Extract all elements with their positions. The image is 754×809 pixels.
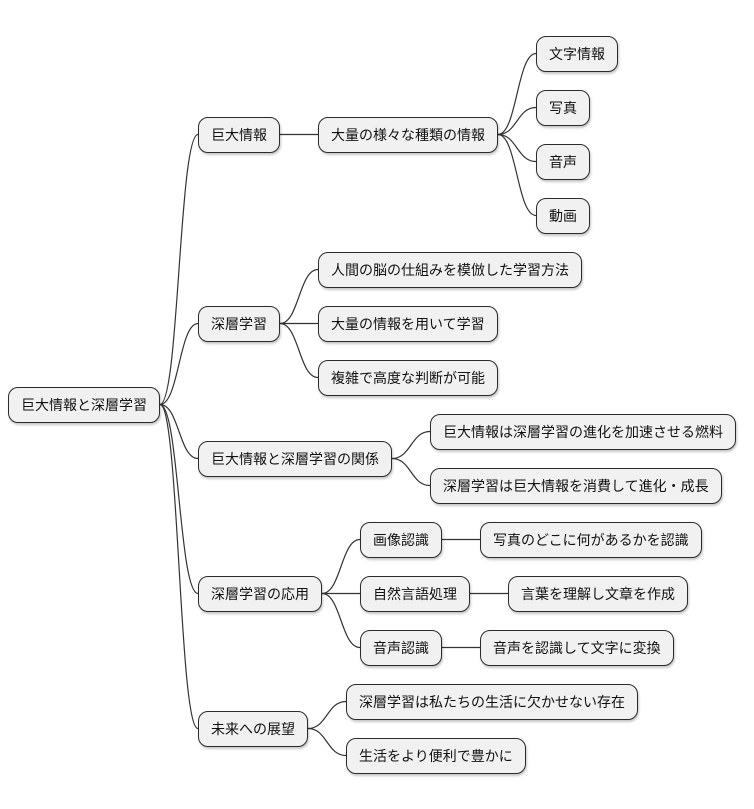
mindmap-branch-row: 大量の情報を用いて学習 (318, 305, 582, 342)
mindmap-branch-row: 人間の脳の仕組みを模倣した学習方法 (318, 251, 582, 288)
mindmap-node: 複雑で高度な判断が可能 (318, 359, 498, 396)
mindmap-branch-row: 音声 (536, 143, 618, 180)
mindmap-branch-row: 音声を認識して文字に変換 (480, 629, 674, 666)
mindmap-node: 巨大情報と深層学習 (8, 386, 160, 423)
mindmap-children-group: 音声を認識して文字に変換 (480, 629, 674, 666)
mindmap-tree: 巨大情報と深層学習 巨大情報 大量の様々な種類の情報 文字情報写真音声動画深層学習 人間… (8, 35, 736, 774)
mindmap-node: 言葉を理解し文章を作成 (508, 575, 688, 612)
mindmap-node: 音声 (536, 143, 590, 180)
mindmap-node-label: 大量の情報を用いて学習 (331, 315, 485, 332)
mindmap-branch-row: 言葉を理解し文章を作成 (508, 575, 688, 612)
mindmap-node: 巨大情報と深層学習の関係 (198, 440, 392, 477)
mindmap-node: 大量の情報を用いて学習 (318, 305, 498, 342)
mindmap-node: 音声認識 (360, 629, 442, 666)
mindmap-children-group: 写真のどこに何があるかを認識 (480, 521, 702, 558)
mindmap-branch-row: 大量の様々な種類の情報 文字情報写真音声動画 (318, 35, 618, 234)
mindmap-node-label: 複雑で高度な判断が可能 (331, 369, 485, 386)
mindmap-branch-row: 生活をより便利で豊かに (346, 737, 638, 774)
mindmap-node-label: 言葉を理解し文章を作成 (521, 585, 675, 602)
mindmap-branch-row: 未来への展望 深層学習は私たちの生活に欠かせない存在生活をより便利で豊かに (198, 683, 736, 774)
mindmap-node-label: 巨大情報は深層学習の進化を加速させる燃料 (443, 423, 723, 440)
mindmap-node-label: 巨大情報と深層学習 (21, 396, 147, 413)
mindmap-branch-row: 音声認識 音声を認識して文字に変換 (360, 629, 702, 666)
mindmap-children-group: 深層学習は私たちの生活に欠かせない存在生活をより便利で豊かに (346, 683, 638, 774)
mindmap-node-label: 未来への展望 (211, 720, 295, 737)
mindmap-branch-row: 自然言語処理 言葉を理解し文章を作成 (360, 575, 702, 612)
mindmap-children-group: 大量の様々な種類の情報 文字情報写真音声動画 (318, 35, 618, 234)
mindmap-branch-row: 写真 (536, 89, 618, 126)
mindmap-node-label: 人間の脳の仕組みを模倣した学習方法 (331, 261, 569, 278)
mindmap-branch-row: 画像認識 写真のどこに何があるかを認識 (360, 521, 702, 558)
mindmap-node-label: 巨大情報と深層学習の関係 (211, 450, 379, 467)
mindmap-branch-row: 巨大情報 大量の様々な種類の情報 文字情報写真音声動画 (198, 35, 736, 234)
mindmap-branch-row: 動画 (536, 197, 618, 234)
mindmap-branch-row: 複雑で高度な判断が可能 (318, 359, 582, 396)
mindmap-node: 巨大情報 (198, 116, 280, 153)
mindmap-children-group: 人間の脳の仕組みを模倣した学習方法大量の情報を用いて学習複雑で高度な判断が可能 (318, 251, 582, 396)
mindmap-children-group: 巨大情報は深層学習の進化を加速させる燃料深層学習は巨大情報を消費して進化・成長 (430, 413, 736, 504)
mindmap-children-group: 言葉を理解し文章を作成 (508, 575, 688, 612)
mindmap-node-label: 動画 (549, 207, 577, 224)
mindmap-node-label: 深層学習 (211, 315, 267, 332)
mindmap-node-label: 自然言語処理 (373, 585, 457, 602)
mindmap-branch-row: 深層学習は私たちの生活に欠かせない存在 (346, 683, 638, 720)
mindmap-branch-row: 巨大情報と深層学習の関係 巨大情報は深層学習の進化を加速させる燃料深層学習は巨大情… (198, 413, 736, 504)
mindmap-branch-row: 深層学習は巨大情報を消費して進化・成長 (430, 467, 736, 504)
mindmap-node-label: 巨大情報 (211, 126, 267, 143)
mindmap-node: 深層学習は私たちの生活に欠かせない存在 (346, 683, 638, 720)
mindmap-node-label: 生活をより便利で豊かに (359, 747, 513, 764)
mindmap-node: 大量の様々な種類の情報 (318, 116, 498, 153)
mindmap-node-label: 音声認識 (373, 639, 429, 656)
mindmap-branch-row: 写真のどこに何があるかを認識 (480, 521, 702, 558)
mindmap-children-group: 文字情報写真音声動画 (536, 35, 618, 234)
mindmap-node: 画像認識 (360, 521, 442, 558)
mindmap-node-label: 写真のどこに何があるかを認識 (493, 531, 689, 548)
mindmap-node-label: 音声を認識して文字に変換 (493, 639, 661, 656)
mindmap-node-label: 画像認識 (373, 531, 429, 548)
mindmap-node: 音声を認識して文字に変換 (480, 629, 674, 666)
mindmap-node: 深層学習 (198, 305, 280, 342)
mindmap-branch-row: 文字情報 (536, 35, 618, 72)
mindmap-node: 文字情報 (536, 35, 618, 72)
mindmap-node-label: 写真 (549, 99, 577, 116)
mindmap-node-label: 深層学習は巨大情報を消費して進化・成長 (443, 477, 709, 494)
mindmap-node: 生活をより便利で豊かに (346, 737, 526, 774)
mindmap-node-label: 大量の様々な種類の情報 (331, 126, 485, 143)
mindmap-branch-row: 巨大情報は深層学習の進化を加速させる燃料 (430, 413, 736, 450)
mindmap-node: 写真 (536, 89, 590, 126)
mindmap-node: 深層学習は巨大情報を消費して進化・成長 (430, 467, 722, 504)
mindmap-children-group: 画像認識写真のどこに何があるかを認識自然言語処理言葉を理解し文章を作成音声認識音… (360, 521, 702, 666)
mindmap-node: 動画 (536, 197, 590, 234)
mindmap-node: 未来への展望 (198, 710, 308, 747)
mindmap-children-group: 巨大情報 大量の様々な種類の情報 文字情報写真音声動画深層学習 人間の脳の仕組みを模倣… (198, 35, 736, 774)
mindmap-node: 巨大情報は深層学習の進化を加速させる燃料 (430, 413, 736, 450)
mindmap-node: 自然言語処理 (360, 575, 470, 612)
mindmap-node: 写真のどこに何があるかを認識 (480, 521, 702, 558)
mindmap-node: 深層学習の応用 (198, 575, 322, 612)
mindmap-node-label: 音声 (549, 153, 577, 170)
mindmap-branch-row: 巨大情報と深層学習 巨大情報 大量の様々な種類の情報 文字情報写真音声動画深層学習 人間… (8, 35, 736, 774)
mindmap-branch-row: 深層学習 人間の脳の仕組みを模倣した学習方法大量の情報を用いて学習複雑で高度な判断… (198, 251, 736, 396)
mindmap-node-label: 深層学習は私たちの生活に欠かせない存在 (359, 693, 625, 710)
mindmap-node-label: 文字情報 (549, 45, 605, 62)
mindmap-branch-row: 深層学習の応用 画像認識 写真のどこに何があるかを認識自然言語処理 言葉を理解し文章を… (198, 521, 736, 666)
mindmap-node: 人間の脳の仕組みを模倣した学習方法 (318, 251, 582, 288)
mindmap-node-label: 深層学習の応用 (211, 585, 309, 602)
